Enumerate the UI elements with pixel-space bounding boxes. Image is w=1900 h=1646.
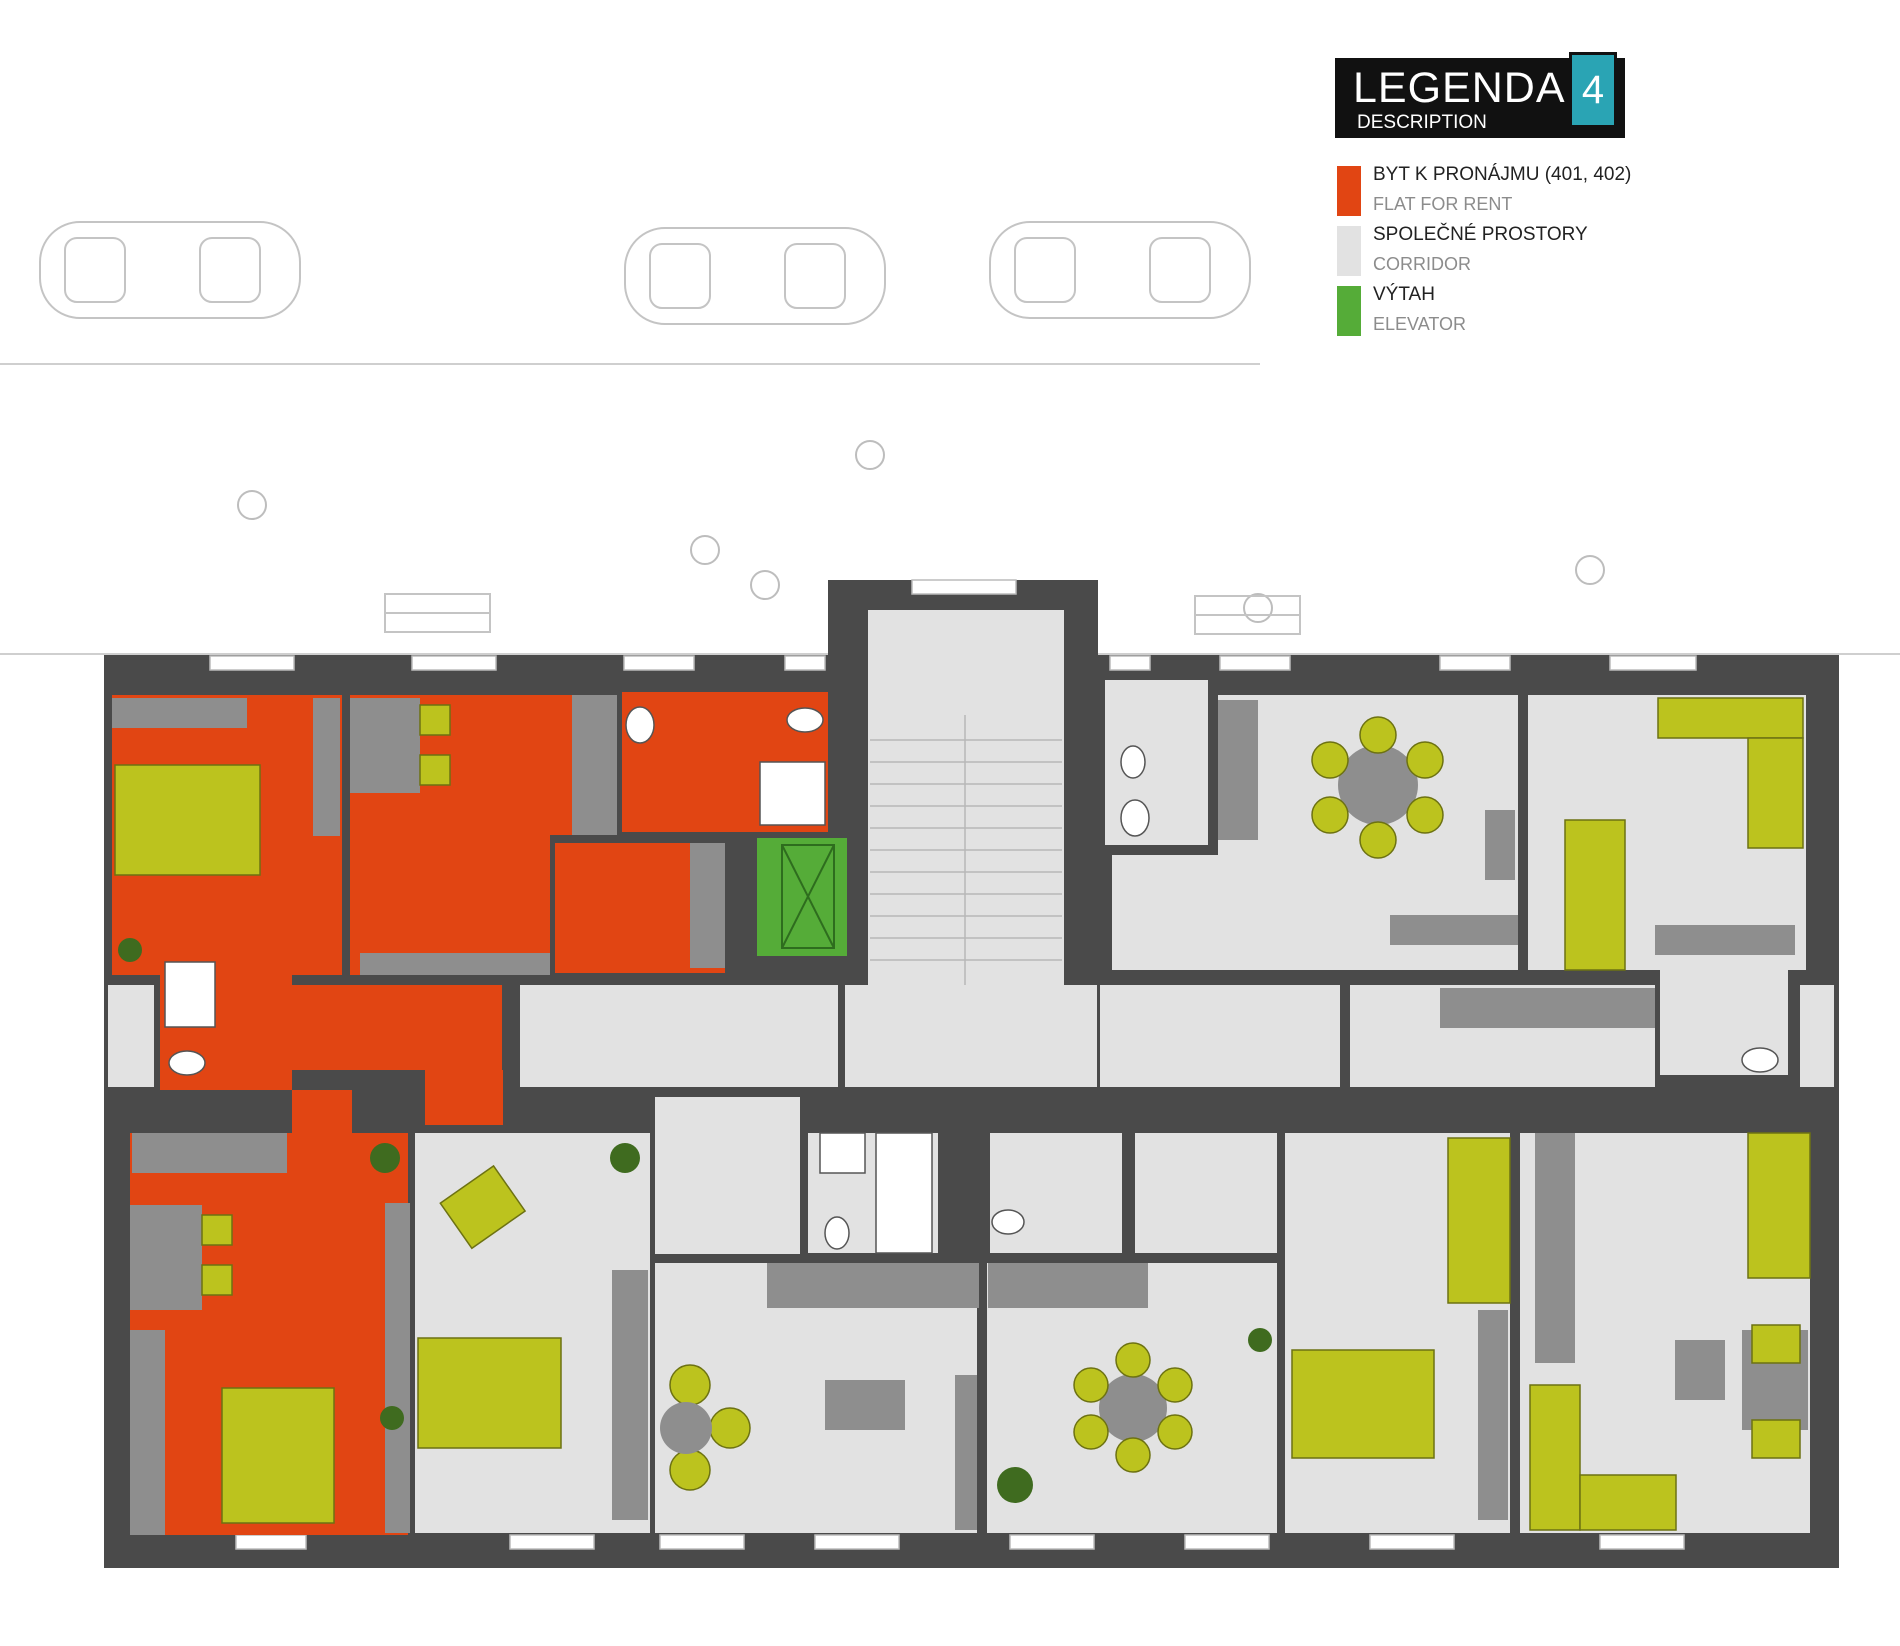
chair [1073,716,1444,1473]
counter [112,695,1808,1535]
bathroom-fixture [164,706,1779,1254]
swatch-common [1337,226,1361,276]
bench-icon [384,593,1301,635]
car-icon [989,221,1251,319]
legend-item-label: BYT K PRONÁJMU (401, 402) [1373,164,1632,185]
furniture [114,697,1811,1531]
plant-icon [118,938,1272,1503]
legend-item-common: SPOLEČNÉ PROSTORY CORRIDOR [1335,222,1755,282]
round-table [660,745,1418,1454]
swatch-flat [1337,166,1361,216]
legend-item-elevator: VÝTAH ELEVATOR [1335,282,1755,342]
legend-item-label: SPOLEČNÉ PROSTORY [1373,224,1588,245]
car-icon [39,221,301,319]
legend-item-sub: CORRIDOR [1373,254,1471,274]
pedestrian-icon [237,440,1605,623]
legend-items: BYT K PRONÁJMU (401, 402) FLAT FOR RENT … [1335,162,1755,342]
legend-item-sub: FLAT FOR RENT [1373,194,1513,214]
elevator [757,838,847,956]
legend-header: LEGENDA DESCRIPTION 4 [1335,52,1625,138]
legend: LEGENDA DESCRIPTION 4 BYT K PRONÁJMU (40… [1335,52,1755,342]
car-icon [624,227,886,325]
legend-item-label: VÝTAH [1373,284,1435,305]
legend-item-flat: BYT K PRONÁJMU (401, 402) FLAT FOR RENT [1335,162,1755,222]
swatch-elevator [1337,286,1361,336]
window [209,579,1697,1550]
legend-title: LEGENDA [1353,64,1566,112]
floor-badge: 4 [1569,52,1617,128]
staircase [870,715,1062,985]
legend-subtitle: DESCRIPTION [1357,112,1487,133]
legend-item-sub: ELEVATOR [1373,314,1467,334]
